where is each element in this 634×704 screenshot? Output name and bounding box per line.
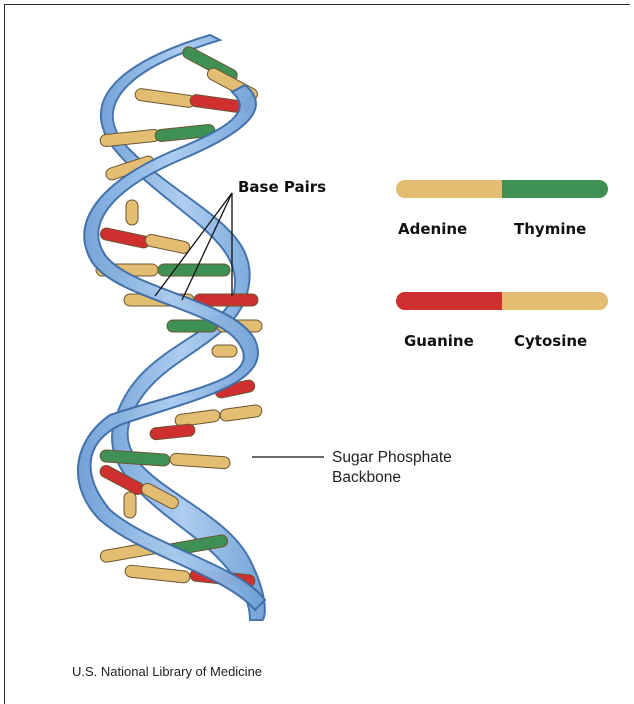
base-pair-rung <box>219 404 262 422</box>
guanine-label: Guanine <box>404 332 474 350</box>
backbone-label-line1: Sugar Phosphate <box>332 448 452 468</box>
base-pairs-label: Base Pairs <box>238 178 326 196</box>
base-pair-rung <box>99 227 150 249</box>
adenine-segment <box>396 180 502 198</box>
guanine-cytosine-key-bar <box>396 292 608 310</box>
guanine-segment <box>396 292 502 310</box>
adenine-label: Adenine <box>398 220 467 238</box>
base-pair-rung <box>149 424 195 441</box>
base-pair-rung <box>125 565 191 584</box>
base-pair-rung <box>134 88 195 108</box>
base-pair-rung <box>174 409 220 427</box>
base-pair-rung <box>126 200 138 225</box>
base-pair-rung <box>124 492 136 518</box>
thymine-segment <box>502 180 608 198</box>
base-pair-rung <box>100 450 171 467</box>
base-pair-rung <box>212 345 237 357</box>
backbone-strand-front <box>78 85 265 610</box>
cytosine-label: Cytosine <box>514 332 587 350</box>
base-pair-rung <box>170 453 231 469</box>
base-pair-rung <box>144 233 191 254</box>
cytosine-segment <box>502 292 608 310</box>
thymine-label: Thymine <box>514 220 586 238</box>
credit-text: U.S. National Library of Medicine <box>72 664 262 679</box>
adenine-thymine-key-bar <box>396 180 608 198</box>
backbone-label-line2: Backbone <box>332 468 401 488</box>
